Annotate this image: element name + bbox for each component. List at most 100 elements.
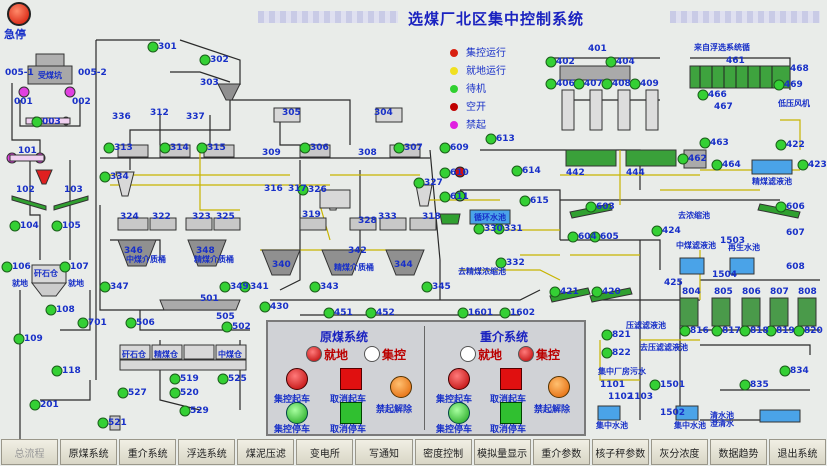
motor-611[interactable] xyxy=(439,191,451,203)
nav-tab-substation[interactable]: 变电所 xyxy=(296,439,354,465)
motor-462[interactable] xyxy=(677,153,689,165)
nav-tab-scale-params[interactable]: 核子秤参数 xyxy=(591,439,649,465)
motor-118[interactable] xyxy=(51,365,63,377)
motor-835[interactable] xyxy=(739,379,751,391)
dm-cancel-start-button[interactable] xyxy=(500,368,522,390)
motor-109[interactable] xyxy=(13,333,25,345)
motor-605[interactable] xyxy=(589,231,601,243)
motor-302[interactable] xyxy=(199,54,211,66)
motor-1501[interactable] xyxy=(649,379,661,391)
motor-613[interactable] xyxy=(485,133,497,145)
motor-402[interactable] xyxy=(545,56,557,68)
motor-343[interactable] xyxy=(309,281,321,293)
motor-1602[interactable] xyxy=(499,307,511,319)
nav-tab-trend[interactable]: 数据趋势 xyxy=(709,439,768,465)
motor-334[interactable] xyxy=(99,171,111,183)
raw-cancel-start-button[interactable] xyxy=(340,368,362,390)
nav-tab-notice[interactable]: 写通知 xyxy=(355,439,413,465)
motor-327[interactable] xyxy=(413,177,425,189)
dm-release-button[interactable] xyxy=(548,376,570,398)
emergency-stop-button[interactable]: 急停 xyxy=(4,2,34,41)
motor-614[interactable] xyxy=(511,165,523,177)
motor-345[interactable] xyxy=(421,281,433,293)
motor-452[interactable] xyxy=(365,307,377,319)
motor-105[interactable] xyxy=(51,220,63,232)
dm-stop-button[interactable] xyxy=(448,402,470,424)
nav-tab-dm-params[interactable]: 重介参数 xyxy=(532,439,590,465)
motor-464[interactable] xyxy=(711,159,723,171)
motor-519[interactable] xyxy=(169,373,181,385)
motor-306[interactable] xyxy=(299,142,311,154)
motor-106[interactable] xyxy=(1,261,13,273)
motor-520[interactable] xyxy=(169,387,181,399)
motor-347[interactable] xyxy=(99,281,111,293)
motor-604[interactable] xyxy=(567,231,579,243)
raw-release-button[interactable] xyxy=(390,376,412,398)
motor-701[interactable] xyxy=(77,317,89,329)
motor-301[interactable] xyxy=(147,41,159,53)
nav-tab-ash[interactable]: 灰分浓度 xyxy=(650,439,708,465)
motor-466[interactable] xyxy=(697,89,709,101)
motor-821[interactable] xyxy=(601,329,613,341)
motor-521[interactable] xyxy=(97,417,109,429)
nav-tab-slime-filter[interactable]: 煤泥压滤 xyxy=(237,439,295,465)
motor-107[interactable] xyxy=(59,261,71,273)
raw-stop-button[interactable] xyxy=(286,402,308,424)
motor-424[interactable] xyxy=(651,225,663,237)
motor-603[interactable] xyxy=(585,201,597,213)
motor-341[interactable] xyxy=(239,281,251,293)
motor-314[interactable] xyxy=(159,142,171,154)
nav-tab-flotation[interactable]: 浮选系统 xyxy=(178,439,236,465)
motor-330[interactable] xyxy=(473,223,485,235)
motor-469[interactable] xyxy=(773,79,785,91)
motor-406[interactable] xyxy=(545,78,557,90)
dm-cancel-stop-button[interactable] xyxy=(500,402,522,424)
motor-421[interactable] xyxy=(549,286,561,298)
nav-tab-raw-coal[interactable]: 原煤系统 xyxy=(60,439,118,465)
motor-326[interactable] xyxy=(297,184,309,196)
motor-820[interactable] xyxy=(793,325,805,337)
dm-central-radio[interactable] xyxy=(518,346,534,362)
motor-349[interactable] xyxy=(219,281,231,293)
motor-451[interactable] xyxy=(323,307,335,319)
nav-tab-overview[interactable]: 总流程 xyxy=(1,439,59,465)
motor-615[interactable] xyxy=(519,195,531,207)
motor-818[interactable] xyxy=(739,325,751,337)
dm-start-button[interactable] xyxy=(448,368,470,390)
motor-423[interactable] xyxy=(797,159,809,171)
motor-331[interactable] xyxy=(493,223,505,235)
motor-525[interactable] xyxy=(217,373,229,385)
motor-315[interactable] xyxy=(196,142,208,154)
nav-tab-exit[interactable]: 退出系统 xyxy=(769,439,827,465)
raw-central-radio[interactable] xyxy=(364,346,380,362)
motor-313[interactable] xyxy=(103,142,115,154)
motor-1601[interactable] xyxy=(457,307,469,319)
motor-108[interactable] xyxy=(45,304,57,316)
raw-cancel-stop-button[interactable] xyxy=(340,402,362,424)
motor-422[interactable] xyxy=(775,139,787,151)
nav-tab-analog[interactable]: 模拟量显示 xyxy=(473,439,531,465)
dm-local-radio[interactable] xyxy=(460,346,476,362)
motor-506[interactable] xyxy=(125,317,137,329)
motor-610[interactable] xyxy=(439,167,451,179)
motor-408[interactable] xyxy=(601,78,613,90)
motor-502[interactable] xyxy=(221,321,233,333)
motor-609[interactable] xyxy=(439,142,451,154)
raw-start-button[interactable] xyxy=(286,368,308,390)
motor-527[interactable] xyxy=(117,387,129,399)
motor-104[interactable] xyxy=(9,220,21,232)
motor-407[interactable] xyxy=(573,78,585,90)
motor-332[interactable] xyxy=(495,257,507,269)
motor-307[interactable] xyxy=(393,142,405,154)
motor-834[interactable] xyxy=(779,365,791,377)
motor-404[interactable] xyxy=(605,56,617,68)
motor-529[interactable] xyxy=(179,405,191,417)
motor-463[interactable] xyxy=(699,137,711,149)
motor-819[interactable] xyxy=(765,325,777,337)
nav-tab-density[interactable]: 密度控制 xyxy=(414,439,472,465)
motor-430[interactable] xyxy=(259,301,271,313)
raw-local-radio[interactable] xyxy=(306,346,322,362)
motor-817[interactable] xyxy=(711,325,723,337)
motor-003[interactable] xyxy=(31,116,43,128)
motor-606[interactable] xyxy=(775,201,787,213)
